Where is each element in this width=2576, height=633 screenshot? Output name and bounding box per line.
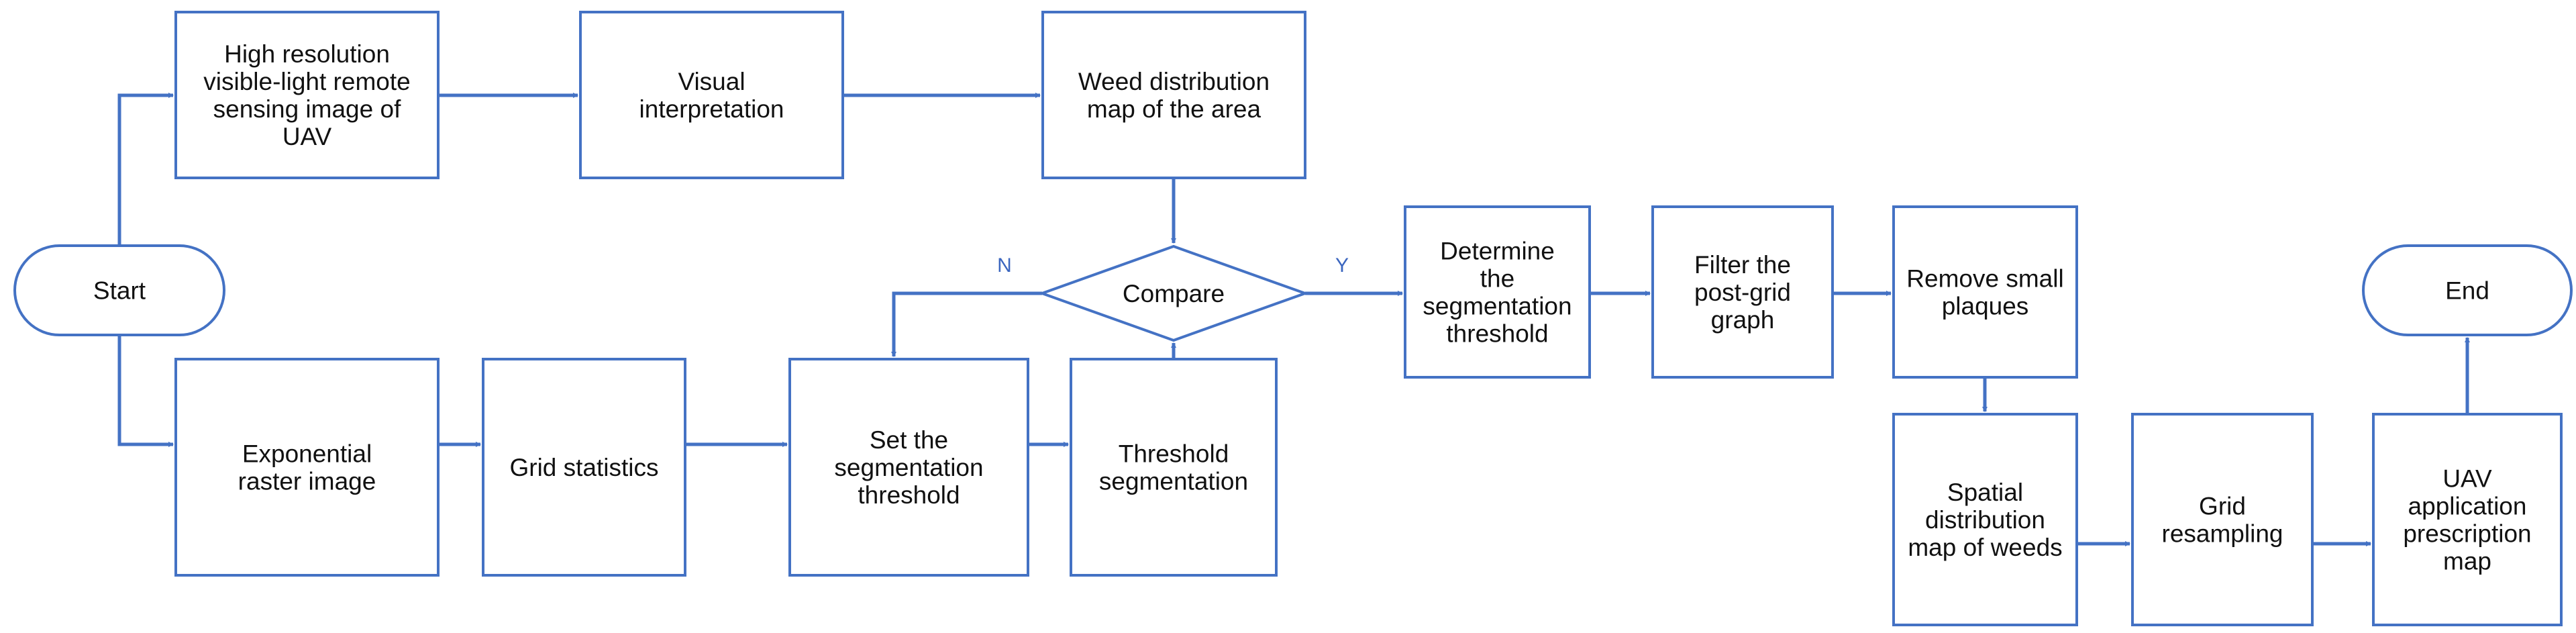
terminal-shape bbox=[2362, 244, 2573, 336]
node-label-line: map bbox=[2443, 548, 2491, 575]
node-label-line: threshold bbox=[858, 481, 960, 509]
process-box bbox=[2372, 413, 2563, 626]
node-label-line: map of weeds bbox=[1908, 534, 2062, 561]
node-label: End bbox=[2445, 277, 2489, 305]
node-label-line: graph bbox=[1711, 306, 1775, 334]
node-label-line: prescription bbox=[2403, 520, 2531, 548]
process-box bbox=[579, 11, 844, 179]
node-label-line: Remove small bbox=[1906, 265, 2063, 293]
connector-arrow bbox=[117, 335, 174, 447]
node-label-line: map of the area bbox=[1087, 95, 1261, 123]
node-label-line: Grid statistics bbox=[509, 454, 658, 481]
node-label-line: segmentation bbox=[1099, 468, 1248, 495]
node-label: Start bbox=[93, 277, 146, 305]
node-label-line: Exponential bbox=[242, 440, 372, 468]
node-label-line: Compare bbox=[1123, 280, 1225, 307]
decision-diamond bbox=[1038, 244, 1309, 342]
node-label-line: UAV bbox=[282, 123, 332, 150]
node-label-line: UAV bbox=[2442, 465, 2492, 493]
process-box bbox=[1651, 205, 1834, 379]
node-label-line: post-grid bbox=[1694, 279, 1791, 306]
node-label-line: High resolution bbox=[224, 40, 390, 68]
node-label-line: Start bbox=[93, 277, 146, 305]
node-label-line: raster image bbox=[238, 468, 376, 495]
branch-label-y: Y bbox=[1335, 254, 1349, 277]
connector-arrow bbox=[891, 291, 1042, 357]
node-label-line: the bbox=[1480, 265, 1514, 293]
node-label-line: interpretation bbox=[639, 95, 784, 123]
node-compare: Compare bbox=[1038, 244, 1309, 342]
node-label: Compare bbox=[1123, 280, 1225, 307]
process-box bbox=[2131, 413, 2314, 626]
node-label-line: segmentation bbox=[834, 454, 983, 481]
node-label-line: application bbox=[2408, 493, 2527, 520]
process-box bbox=[174, 11, 440, 179]
node-label-line: Determine bbox=[1440, 238, 1555, 265]
edge-start-to-uav-image bbox=[117, 93, 174, 246]
node-label-line: Visual bbox=[678, 68, 745, 95]
node-label-line: Grid bbox=[2199, 493, 2246, 520]
node-label-line: resampling bbox=[2162, 520, 2283, 548]
node-grid-stats: Grid statistics bbox=[482, 358, 686, 577]
node-label-line: Filter the bbox=[1694, 251, 1791, 279]
node-label-line: plaques bbox=[1942, 293, 2029, 320]
process-box bbox=[174, 358, 440, 577]
process-box bbox=[788, 358, 1029, 577]
edge-compare-to-set-threshold: N bbox=[891, 254, 1042, 357]
node-label-line: Spatial bbox=[1947, 479, 2023, 506]
process-box bbox=[1070, 358, 1278, 577]
terminal-shape bbox=[13, 244, 225, 336]
process-box bbox=[1041, 11, 1306, 179]
node-start: Start bbox=[13, 244, 225, 336]
branch-label-n: N bbox=[997, 254, 1012, 277]
node-label-line: segmentation bbox=[1423, 293, 1572, 320]
node-label-line: End bbox=[2445, 277, 2489, 305]
edge-compare-to-determine: Y bbox=[1305, 254, 1403, 296]
node-label-line: threshold bbox=[1446, 320, 1548, 348]
process-box bbox=[1892, 205, 2078, 379]
node-label-line: Weed distribution bbox=[1078, 68, 1270, 95]
connector-arrow bbox=[117, 93, 174, 246]
process-box bbox=[1892, 413, 2078, 626]
node-label-line: visible-light remote bbox=[203, 68, 410, 95]
process-box bbox=[482, 358, 686, 577]
process-box bbox=[1404, 205, 1591, 379]
node-label: Grid statistics bbox=[509, 454, 658, 481]
node-label-line: Set the bbox=[870, 426, 948, 454]
node-label-line: sensing image of bbox=[213, 95, 401, 123]
node-label-line: distribution bbox=[1925, 506, 2045, 534]
node-label-line: Threshold bbox=[1119, 440, 1229, 468]
node-end: End bbox=[2362, 244, 2573, 336]
edge-start-to-exp-raster bbox=[117, 335, 174, 447]
